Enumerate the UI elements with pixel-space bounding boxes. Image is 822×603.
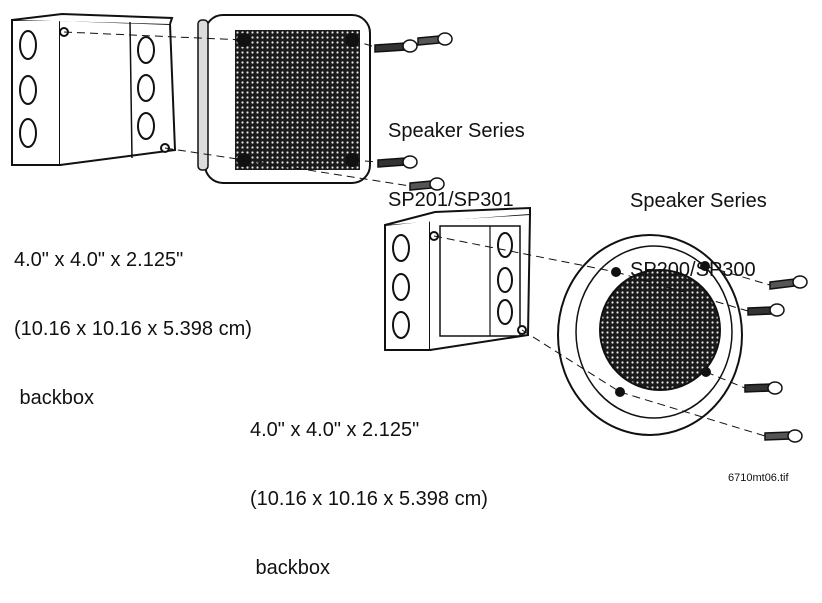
bottom-speaker-round bbox=[557, 234, 743, 436]
figure-id: 6710mt06.tif bbox=[728, 472, 789, 484]
screw-icon bbox=[374, 39, 418, 53]
bottom-alignment-lines bbox=[433, 235, 771, 437]
top-backbox-name: backbox bbox=[14, 387, 95, 409]
bottom-speaker-series: Speaker Series bbox=[630, 190, 767, 212]
bottom-speaker-model: SP200/SP300 bbox=[630, 259, 756, 281]
screw-icon bbox=[744, 381, 783, 395]
bottom-backbox-dimensions-in: 4.0" x 4.0" x 2.125" bbox=[250, 419, 420, 441]
top-backbox-dimensions-in: 4.0" x 4.0" x 2.125" bbox=[14, 249, 184, 271]
top-screws bbox=[374, 32, 453, 191]
top-alignment-lines bbox=[63, 31, 411, 187]
top-backbox-label: 4.0" x 4.0" x 2.125" (10.16 x 10.16 x 5.… bbox=[14, 203, 252, 433]
bottom-backbox-label: 4.0" x 4.0" x 2.125" (10.16 x 10.16 x 5.… bbox=[250, 373, 488, 603]
screw-icon bbox=[409, 177, 445, 191]
bottom-backbox bbox=[384, 206, 532, 351]
bottom-screws bbox=[744, 275, 808, 443]
screw-icon bbox=[769, 275, 808, 290]
bottom-speaker-label: Speaker Series SP200/SP300 bbox=[630, 144, 767, 305]
bottom-backbox-name: backbox bbox=[250, 557, 331, 579]
top-speaker-series: Speaker Series bbox=[388, 120, 525, 142]
screw-icon bbox=[377, 155, 418, 169]
screw-icon bbox=[747, 303, 785, 317]
top-speaker-model: SP201/SP301 bbox=[388, 189, 514, 211]
screw-icon bbox=[764, 429, 803, 443]
top-speaker-label: Speaker Series SP201/SP301 bbox=[388, 74, 525, 235]
top-backbox bbox=[11, 12, 177, 166]
screw-icon bbox=[417, 32, 453, 46]
bottom-backbox-dimensions-cm: (10.16 x 10.16 x 5.398 cm) bbox=[250, 488, 488, 510]
speaker-mounting-diagram bbox=[11, 12, 808, 443]
top-backbox-dimensions-cm: (10.16 x 10.16 x 5.398 cm) bbox=[14, 318, 252, 340]
top-speaker-square bbox=[197, 14, 371, 184]
